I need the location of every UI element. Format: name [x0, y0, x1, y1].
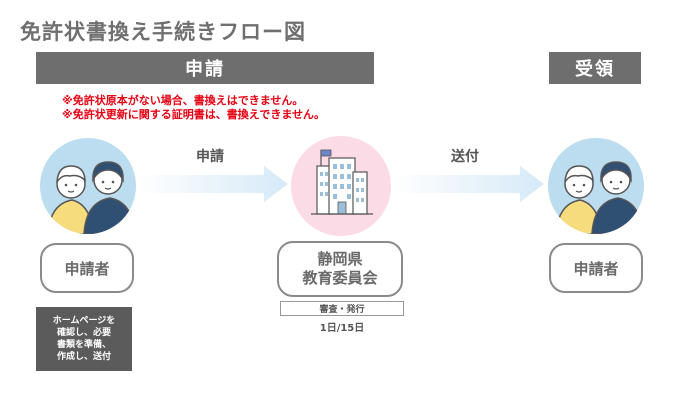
applicant-illustration-left — [40, 138, 136, 234]
receive-band: 受領 — [549, 52, 641, 84]
applicant-illustration-right — [548, 138, 644, 234]
board-label-line2: 教育委員会 — [302, 269, 377, 288]
right-arrow-icon — [394, 166, 544, 202]
page-title: 免許状書換え手続きフロー図 — [20, 16, 306, 46]
note-2: ※免許状更新に関する証明書は、書換えできません。 — [62, 108, 325, 122]
note-1: ※免許状原本がない場合、書換えはできません。 — [62, 94, 325, 108]
homepage-line-2: 確認し、必要 — [57, 327, 111, 339]
homepage-line-4: 作成し、送付 — [57, 351, 111, 363]
building-icon — [291, 136, 391, 236]
homepage-line-1: ホームページを — [53, 315, 116, 327]
review-issue-box: 審査・発行 — [280, 301, 404, 316]
board-illustration — [291, 136, 391, 236]
arrow-send — [394, 166, 544, 202]
processing-days: 1日/15日 — [280, 319, 404, 334]
arrow-apply-label: 申請 — [170, 146, 250, 166]
applicant-label-left: 申請者 — [40, 243, 134, 293]
applicant-label-right: 申請者 — [549, 243, 643, 293]
right-arrow-icon — [138, 166, 288, 202]
apply-band: 申請 — [36, 52, 374, 84]
notes: ※免許状原本がない場合、書換えはできません。 ※免許状更新に関する証明書は、書換… — [62, 94, 325, 122]
people-icon — [40, 138, 136, 234]
homepage-line-3: 書類を準備、 — [57, 339, 111, 351]
board-label: 静岡県 教育委員会 — [277, 241, 403, 297]
arrow-send-label: 送付 — [425, 146, 505, 166]
homepage-instruction-box: ホームページを 確認し、必要 書類を準備、 作成し、送付 — [36, 307, 132, 371]
people-icon — [548, 138, 644, 234]
arrow-apply — [138, 166, 288, 202]
board-label-line1: 静岡県 — [317, 250, 362, 269]
